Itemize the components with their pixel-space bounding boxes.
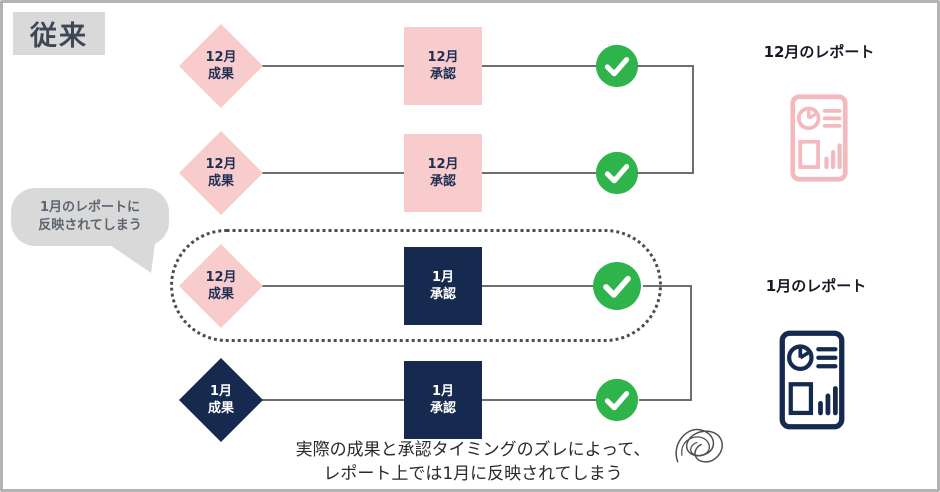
approval-square: 12月 承認 <box>404 27 482 105</box>
footer-caption-line1: 実際の成果と承認タイミングのズレによって、 <box>295 440 651 460</box>
connector-line <box>261 65 405 67</box>
square-label-line2: 承認 <box>429 174 456 189</box>
result-diamond: 1月 成果 <box>179 358 263 442</box>
square-label-line2: 承認 <box>429 67 456 82</box>
bracket-line <box>639 399 692 401</box>
check-icon <box>595 378 639 422</box>
square-label-line1: 12月 <box>427 157 459 172</box>
square-label-line1: 1月 <box>431 270 455 285</box>
corner-label: 従来 <box>13 12 105 55</box>
connector-line <box>261 285 405 287</box>
january-report-label: 1月のレポート <box>765 277 867 295</box>
diamond-label-line2: 成果 <box>207 67 234 82</box>
scribble-icon <box>667 419 731 473</box>
check-icon <box>595 44 639 88</box>
result-diamond: 12月 成果 <box>179 131 263 215</box>
connector-line <box>482 172 597 174</box>
bracket-line <box>637 172 694 174</box>
approval-square: 12月 承認 <box>404 134 482 212</box>
check-icon <box>592 261 642 311</box>
footer-caption: 実際の成果と承認タイミングのズレによって、 レポート上では1月に反映されてしまう <box>153 438 793 486</box>
diamond-label-line2: 成果 <box>207 287 234 302</box>
diamond-label-line1: 1月 <box>209 384 233 399</box>
square-label-line1: 12月 <box>427 50 459 65</box>
bracket-line <box>690 285 692 401</box>
bracket-line <box>692 65 694 174</box>
connector-line <box>482 285 594 287</box>
square-label-line1: 1月 <box>431 384 455 399</box>
speech-bubble-line2: 反映されてしまう <box>38 218 142 233</box>
speech-bubble-tail <box>107 243 155 273</box>
diamond-label-line2: 成果 <box>207 401 234 416</box>
connector-line <box>261 172 405 174</box>
speech-bubble: 1月のレポートに 反映されてしまう <box>11 188 169 246</box>
speech-bubble-line1: 1月のレポートに <box>39 200 141 215</box>
connector-line <box>261 399 405 401</box>
december-report-label: 12月のレポート <box>763 43 875 61</box>
connector-line <box>482 399 597 401</box>
square-label-line2: 承認 <box>429 287 456 302</box>
footer-caption-line2: レポート上では1月に反映されてしまう <box>323 464 623 484</box>
check-icon <box>595 151 639 195</box>
square-label-line2: 承認 <box>429 401 456 416</box>
january-report-icon <box>773 329 851 431</box>
diamond-label-line1: 12月 <box>205 157 237 172</box>
connector-line <box>482 65 597 67</box>
diamond-label-line1: 12月 <box>205 270 237 285</box>
approval-square: 1月 承認 <box>404 247 482 325</box>
diamond-label-line2: 成果 <box>207 174 234 189</box>
bracket-line <box>637 65 694 67</box>
approval-square: 1月 承認 <box>404 361 482 439</box>
result-diamond: 12月 成果 <box>179 24 263 108</box>
diamond-label-line1: 12月 <box>205 50 237 65</box>
december-report-icon <box>789 91 849 185</box>
bracket-line <box>643 285 692 287</box>
